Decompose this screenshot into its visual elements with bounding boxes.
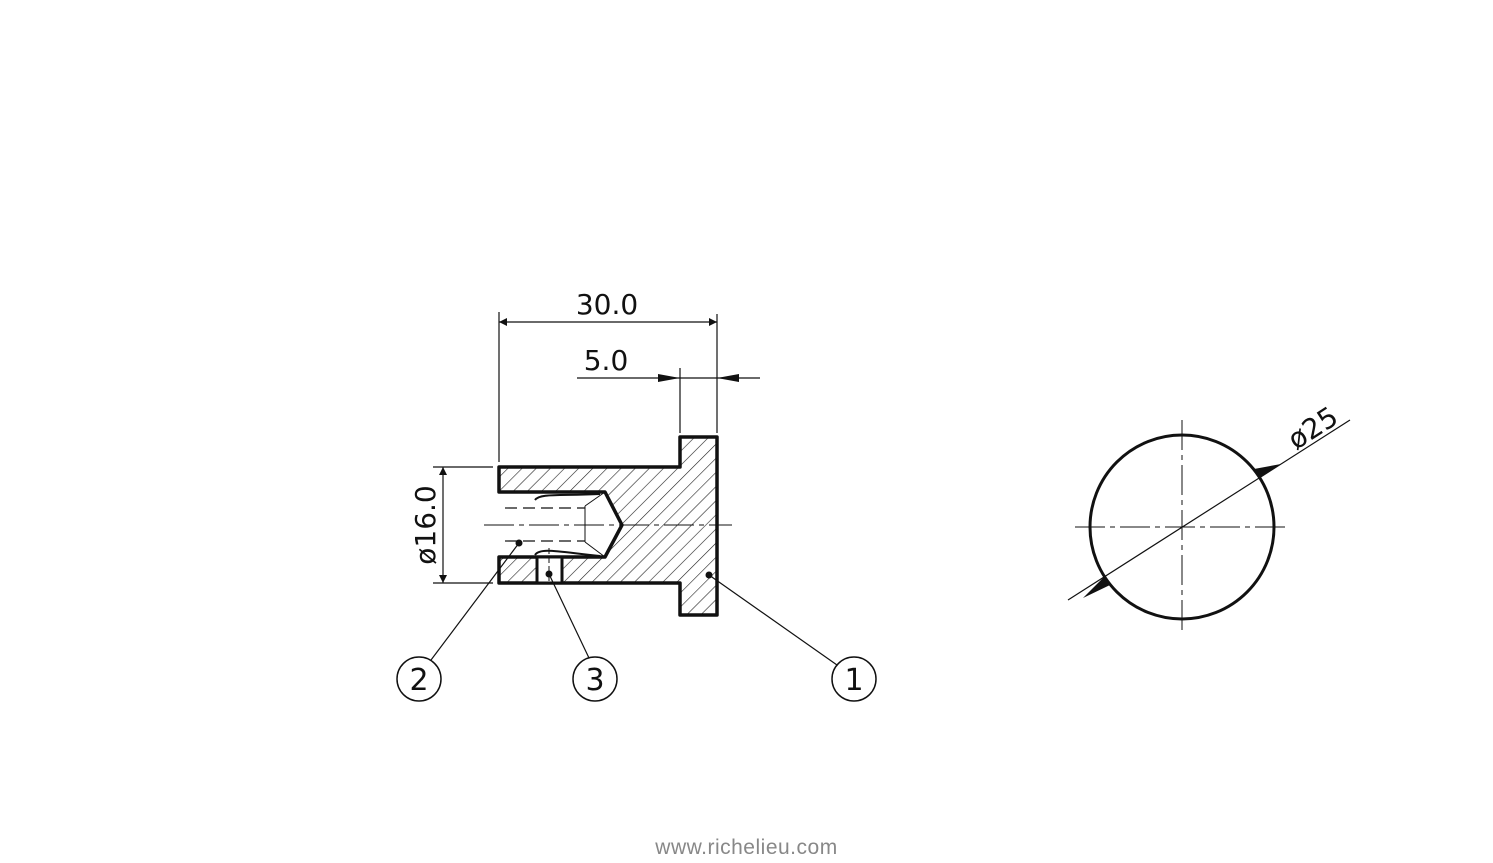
footer-url: www.richelieu.com <box>655 836 838 859</box>
dimension-flange-thickness: 5.0 <box>577 344 760 433</box>
dimension-label: ø25 <box>1282 400 1344 456</box>
dimension-label: 5.0 <box>584 344 629 377</box>
svg-text:1: 1 <box>844 663 863 698</box>
dimension-overall-length: 30.0 <box>498 288 718 462</box>
end-view: ø25 <box>1067 400 1351 635</box>
dimension-label: ø16.0 <box>409 485 442 564</box>
part-body-hatched <box>497 435 719 617</box>
dimension-sleeve-diameter: ø16.0 <box>409 466 493 584</box>
svg-text:2: 2 <box>409 663 428 698</box>
section-view <box>484 435 732 617</box>
dimension-label: 30.0 <box>576 288 638 321</box>
svg-text:3: 3 <box>585 663 604 698</box>
balloon-3: 3 <box>548 573 618 702</box>
balloon-2: 2 <box>396 542 520 702</box>
balloon-1: 1 <box>708 574 877 702</box>
